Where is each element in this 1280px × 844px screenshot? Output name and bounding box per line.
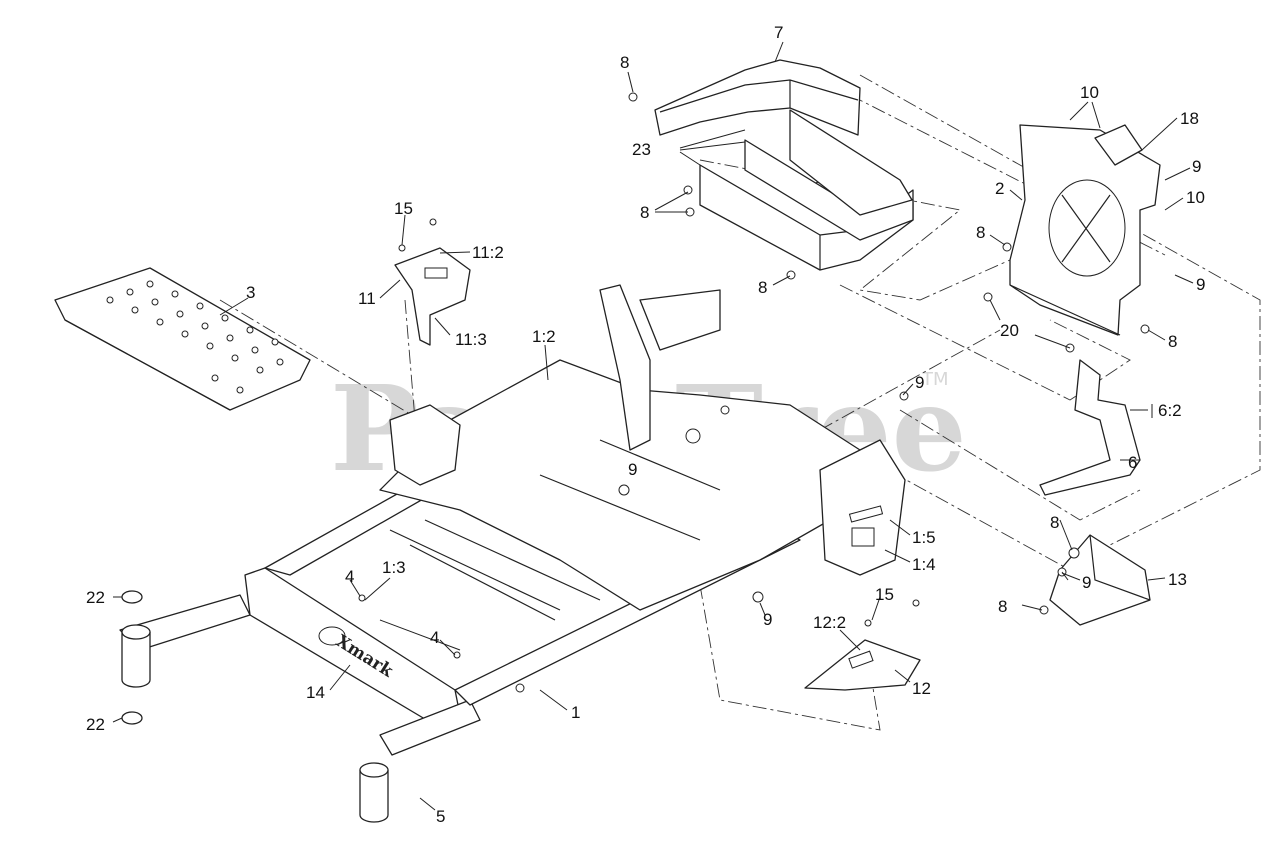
callout-4: 4 xyxy=(345,567,354,586)
callout-20: 20 xyxy=(1000,321,1019,340)
callout-10: 10 xyxy=(1080,83,1099,102)
callout-labels: 7 8 10 18 23 9 2 10 8 15 8 11:2 3 8 9 11… xyxy=(86,23,1205,826)
callout-9: 9 xyxy=(1192,157,1201,176)
callout-8: 8 xyxy=(620,53,629,72)
callout-9: 9 xyxy=(915,373,924,392)
callout-8: 8 xyxy=(976,223,985,242)
callout-23: 23 xyxy=(632,140,651,159)
callout-9: 9 xyxy=(763,610,772,629)
callout-10: 10 xyxy=(1186,188,1205,207)
callout-6-2: 6:2 xyxy=(1158,401,1182,420)
part-23-side-plates xyxy=(699,109,914,271)
callout-11-3: 11:3 xyxy=(455,330,487,349)
callout-11: 11 xyxy=(358,289,376,308)
floor-plate-holes xyxy=(106,280,284,394)
part-11-bracket xyxy=(394,247,471,346)
callout-1-2: 1:2 xyxy=(532,327,556,346)
callout-8: 8 xyxy=(998,597,1007,616)
callout-18: 18 xyxy=(1180,109,1199,128)
part-1-main-frame xyxy=(119,284,906,756)
callout-15: 15 xyxy=(394,199,413,218)
part-22-bushings xyxy=(121,590,143,725)
callout-8: 8 xyxy=(1168,332,1177,351)
callout-12-2: 12:2 xyxy=(813,613,846,632)
callout-9: 9 xyxy=(1196,275,1205,294)
callout-4: 4 xyxy=(430,628,439,647)
callout-13: 13 xyxy=(1168,570,1187,589)
watermark-trademark: TM xyxy=(921,369,949,390)
part-3-floor-plate xyxy=(54,267,311,411)
callout-1-3: 1:3 xyxy=(382,558,406,577)
callout-5: 5 xyxy=(436,807,445,826)
part-2-rear-panel xyxy=(1009,124,1161,336)
callout-6: 6 xyxy=(1128,453,1137,472)
callout-9: 9 xyxy=(628,460,637,479)
callout-12: 12 xyxy=(912,679,931,698)
callout-11-2: 11:2 xyxy=(472,243,504,262)
callout-22: 22 xyxy=(86,588,105,607)
callout-8: 8 xyxy=(758,278,767,297)
part-13-skid xyxy=(1049,534,1151,626)
part-12-plate xyxy=(804,639,921,691)
callout-9: 9 xyxy=(1082,573,1091,592)
leader-lines xyxy=(112,41,1194,811)
callout-8: 8 xyxy=(640,203,649,222)
callout-22: 22 xyxy=(86,715,105,734)
part-6-guard xyxy=(1039,359,1141,496)
callout-1-4: 1:4 xyxy=(912,555,936,574)
callout-1: 1 xyxy=(571,703,580,722)
callout-15: 15 xyxy=(875,585,894,604)
caster-tubes xyxy=(121,624,389,823)
part-7-shroud xyxy=(654,59,861,136)
callout-2: 2 xyxy=(995,179,1004,198)
callout-7: 7 xyxy=(774,23,783,42)
callout-14: 14 xyxy=(306,683,325,702)
callout-3: 3 xyxy=(246,283,255,302)
callout-8: 8 xyxy=(1050,513,1059,532)
callout-1-5: 1:5 xyxy=(912,528,936,547)
